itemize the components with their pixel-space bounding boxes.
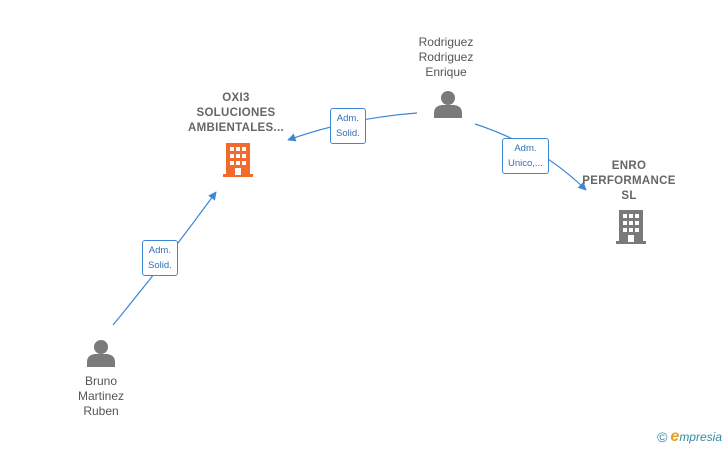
building-icon[interactable] [616,210,646,244]
edge-label-rodriguez-enro[interactable]: Adm. Unico,... [502,138,549,174]
brand-name: mpresia [679,430,722,444]
building-icon[interactable] [223,143,253,177]
person-label-bruno[interactable]: Bruno Martinez Ruben [77,374,124,418]
copyright-icon: © [657,429,668,445]
brand-logo: © empresia [657,428,722,446]
person-icon[interactable] [87,340,115,367]
person-label-rodriguez[interactable]: Rodriguez Rodriguez Enrique [418,35,474,79]
brand-initial: e [670,428,680,445]
person-icon[interactable] [434,91,462,118]
company-label-enro[interactable]: ENRO PERFORMANCE SL [582,160,676,202]
edge-label-bruno-oxi3[interactable]: Adm. Solid. [142,240,178,276]
company-label-oxi3[interactable]: OXI3 SOLUCIONES AMBIENTALES... [188,92,284,134]
edge-label-rodriguez-oxi3[interactable]: Adm. Solid. [330,108,366,144]
